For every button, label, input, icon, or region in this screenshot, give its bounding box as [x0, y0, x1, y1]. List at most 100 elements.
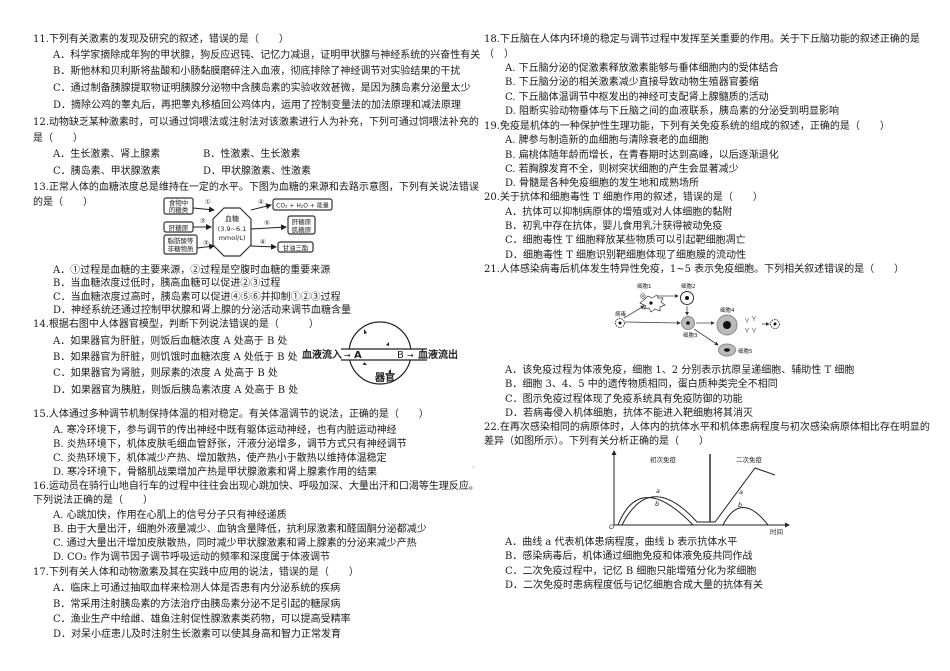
option-b: B. 下丘脑分泌的相关激素减少直接导致动物生殖器官萎缩 — [505, 77, 759, 88]
cell-3-icon — [681, 316, 695, 330]
option-c: C．通过制备胰腺提取物证明胰腺分泌物中含胰岛素的实验收效甚微，是因为胰岛素分泌量… — [53, 83, 471, 94]
option-b: B. 由于大量出汗，细胞外液量减少、血钠含量降低，抗利尿激素和醛固酮分泌都减少 — [53, 524, 427, 535]
target-cell-icon — [770, 319, 780, 329]
curve-b-second — [722, 507, 769, 526]
option-d: D．摘除公鸡的睾丸后，再把睾丸移植回公鸡体内，运用了控制变量法的加法原理和减法原… — [53, 100, 462, 111]
option-a: A．科学家摘除成年狗的甲状腺，狗反应迟钝、记忆力减退，证明甲状腺与神经系统的兴奋… — [53, 50, 481, 61]
option-d: D．二次免疫时患病程度低与记忆细胞合成大量的抗体有关 — [505, 580, 764, 591]
label-muscle-glycogen: 肌糖原 — [292, 225, 312, 234]
label-cell-1: 细胞1 — [637, 282, 652, 290]
blood-glucose-octagon — [212, 207, 252, 257]
dest-box-respiration — [272, 198, 333, 211]
question-stem-cont: （ ） — [484, 49, 514, 60]
question-stem: 18.下丘脑在人体内环境的稳定与调节过程中发挥至关重要的作用。关于下丘脑功能的叙… — [484, 34, 920, 45]
option-a: A. 寒冷环境下，参与调节的传出神经中既有躯体运动神经，也有内脏运动神经 — [53, 425, 397, 436]
label-origin: O — [609, 523, 614, 531]
label-n1: ① — [205, 198, 211, 206]
label-unit: mmol/L) — [219, 234, 246, 242]
option-c: C. 通过大量出汗增加皮肤散热，同时减少甲状腺激素和肾上腺素的分泌来减少产热 — [53, 538, 417, 549]
label-triglyceride: 甘油三酯 — [283, 243, 310, 252]
option-b: B．细胞 3、4、5 中的遗传物质相同，蛋白质种类完全不相同 — [505, 379, 778, 390]
option-c: C. 炎热环境下，机体减少产热、增加散热，使产热小于散热以维持体温稳定 — [53, 453, 387, 464]
arrow-1 — [192, 206, 215, 213]
label-organ: 器官 — [374, 371, 395, 384]
option-c: C．如果器官为肾脏，则尿素的浓度 A 处高于 B 处 — [53, 368, 278, 379]
label-non-sugar: 非糖物质 — [168, 244, 195, 253]
arrow-out-glyph: → — [407, 351, 414, 360]
option-c: C．细胞毒性 T 细胞释放某些物质可以引起靶细胞凋亡 — [505, 235, 746, 246]
option-a: A. 下丘脑分泌的促激素释放激素能够与垂体细胞内的受体结合 — [505, 63, 779, 74]
option-b: B．当血糖浓度过低时，胰高血糖可以促进②③过程 — [53, 278, 281, 289]
question-stem-cont: 的是（ ） — [33, 197, 93, 208]
dest-box-glycogen — [287, 215, 316, 235]
option-d: D. 阻断实验动物垂体与下丘脑之间的血液联系，胰岛素的分泌受到明显影响 — [505, 106, 840, 117]
option-a: A．①过程是血糖的主要来源，②过程是空腹时血糖的重要来源 — [53, 265, 331, 276]
question-stem: 15.人体通过多种调节机制保持体温的相对稳定。有关体温调节的说法，正确的是（ ） — [33, 409, 429, 420]
option-a: A．如果器官为肝脏，则饭后血糖浓度 A 处高于 B 处 — [53, 336, 288, 347]
curve-a — [621, 467, 776, 526]
option-d: D．神经系统还通过控制甲状腺和肾上腺的分泌活动来调节血糖含量 — [53, 305, 352, 316]
option-a: A. 脾参与制造新的血细胞与清除衰老的血细胞 — [505, 135, 709, 146]
option-b: B. 扁桃体随年龄而增长，在青春期时达到高峰，以后逐渐退化 — [505, 150, 779, 161]
label-range: (3.9~6.1 — [218, 225, 247, 233]
option-b: B．初乳中存在抗体，婴儿食用乳汁获得被动免疫 — [505, 221, 723, 232]
label-n2: ② — [200, 217, 206, 225]
label-curve-a-1: a — [656, 487, 660, 495]
curve-b-first — [617, 497, 694, 526]
option-c: C．胰岛素、甲状腺激素 — [53, 166, 161, 177]
label-curve-a-2: a — [739, 488, 743, 496]
question-stem: 20.关于抗体和细胞毒性 T 细胞作用的叙述，错误的是（ ） — [484, 192, 763, 203]
label-a: A — [354, 350, 362, 361]
option-c: C. 下丘脑体温调节中枢发出的神经可支配肾上腺髓质的活动 — [505, 92, 769, 103]
flow-arrow-marks — [363, 329, 391, 373]
label-glycogen: 肝糖原 — [292, 217, 312, 226]
label-primary-immunity: 初次免疫 — [650, 455, 677, 464]
arrow-in-glyph: → — [344, 351, 351, 360]
label-curve-b-2: b — [738, 501, 742, 509]
question-stem: 19.免疫是机体的一种保护性生理功能，下列有关免疫系统的组成的叙述，正确的是（ … — [484, 121, 890, 132]
label-cell-5: 细胞5 — [738, 347, 753, 355]
option-a: A．临床上可通过抽取血样来检测人体是否患有内分泌系统的疾病 — [53, 583, 341, 594]
page-dot: · — [472, 463, 475, 472]
arrow-6 — [250, 243, 277, 250]
question-stem-cont: 下列说法正确的是（ ） — [33, 495, 153, 506]
option-a: A．该免疫过程为体液免疫，细胞 1、2 分别表示抗原呈递细胞、辅助性 T 细胞 — [505, 365, 855, 376]
option-b: B. 炎热环境下，机体皮肤毛细血管舒张，汗液分泌增多，调节方式只有神经调节 — [53, 439, 407, 450]
label-co2: CO₂ + H₂O + 能量 — [276, 202, 329, 210]
option-d: D. 寒冷环境下，骨骼肌战栗增加产热是甲状腺激素和肾上腺素作用的结果 — [53, 467, 378, 478]
label-cell-4: 细胞4 — [720, 306, 735, 314]
label-blood-in: 血液流入 — [302, 348, 342, 361]
arrow-4 — [250, 203, 272, 211]
option-d: D．细胞毒性 T 细胞识别靶细胞体现了细胞膜的流动性 — [505, 250, 747, 261]
option-b: B．斯他林和贝利斯将盐酸和小肠黏膜磨碎注入血液，彻底排除了神经调节对实验结果的干… — [53, 66, 461, 77]
label-secondary-immunity: 二次免疫 — [736, 455, 763, 464]
question-stem: 12.动物缺乏某种激素时，可以通过饲喂法或注射法对该激素进行人为补充，下列可通过… — [33, 117, 479, 128]
option-c: C．渔业生产中给雌、雄鱼注射促性腺激素类药物，可以提高受精率 — [53, 614, 351, 625]
option-b: B．性激素、生长激素 — [203, 149, 301, 160]
option-a: A．生长激素、肾上腺素 — [53, 149, 161, 160]
option-d: D．如果器官为胰脏，则饭后胰岛素浓度 A 处高于 B 处 — [53, 385, 299, 396]
option-a: A. 心跳加快，作用在心肌上的信号分子只有神经递质 — [53, 510, 287, 521]
question-stem: 11.下列有关激素的发现及研究的叙述，错误的是（ ） — [33, 34, 289, 45]
option-d: D. CO₂ 作为调节因子调节呼吸运动的频率和深度属于体液调节 — [53, 552, 331, 563]
label-time: 时间 — [770, 527, 783, 536]
label-fatty-acid: 脂肪酸等 — [168, 236, 195, 245]
cell-2-icon — [680, 291, 694, 305]
label-b: B — [397, 350, 404, 361]
question-stem: 21.人体感染病毒后机体发生特异性免疫，1~5 表示免疫细胞。下列相关叙述错误的… — [484, 264, 905, 275]
label-n3: ③ — [203, 239, 209, 247]
option-a: A．曲线 a 代表机体患病程度，曲线 b 表示抗体水平 — [505, 537, 738, 548]
label-liver-glycogen: 肝糖原 — [169, 223, 189, 232]
cell-5-icon — [718, 343, 736, 357]
option-d: D．若病毒侵入机体细胞，抗体不能进入靶细胞将其消灭 — [505, 408, 754, 419]
label-curve-b-1: b — [655, 500, 659, 508]
label-n4: ④ — [258, 198, 264, 206]
label-blood-out: 血液流出 — [418, 348, 458, 361]
option-d: D．甲状腺激素、性激素 — [203, 166, 312, 177]
label-cell-3: 细胞3 — [683, 331, 698, 339]
option-c: C．当血糖浓度过高时，胰岛素可以促进④⑤⑥并抑制①②③过程 — [53, 292, 341, 303]
dest-box-triglyceride — [277, 241, 314, 253]
